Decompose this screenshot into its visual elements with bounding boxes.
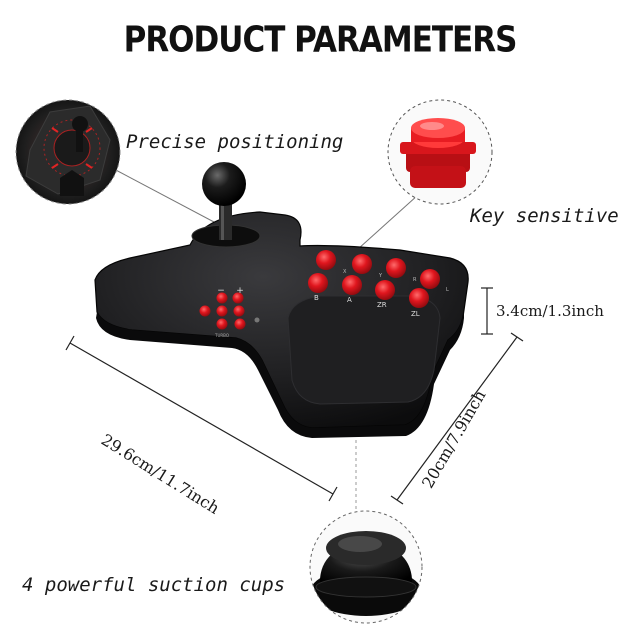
action-button-y (352, 254, 372, 274)
action-button-x (316, 250, 336, 270)
callout-key-sensitive: Key sensitive (470, 205, 619, 227)
callout-precise-positioning: Precise positioning (126, 131, 344, 153)
joystick-ball (202, 162, 246, 206)
svg-text:L: L (446, 287, 449, 293)
function-buttons: − + TURBO (199, 286, 260, 338)
page-title: PRODUCT PARAMETERS (123, 19, 518, 61)
joystick (191, 162, 261, 248)
button-label-zl: ZL (411, 310, 420, 318)
button-label-a: A (347, 296, 352, 304)
callout-suction-cups: 4 powerful suction cups (22, 574, 286, 596)
dimension-width (65, 335, 338, 502)
turbo-label: TURBO (214, 333, 229, 338)
action-button-r (386, 258, 406, 278)
arcade-controller-body (94, 211, 469, 438)
button-detail-inset (387, 99, 493, 205)
button-label-b: B (314, 294, 319, 302)
svg-text:R: R (413, 277, 417, 283)
action-button-b (308, 273, 328, 293)
button-label-zr: ZR (377, 301, 387, 309)
action-button-zl (409, 288, 429, 308)
joystick-detail-inset (15, 99, 121, 205)
action-buttons: X Y R L B A ZR ZL (308, 250, 449, 318)
height-dimension-label: 3.4cm/1.3inch (496, 302, 604, 320)
action-button-zr (375, 280, 395, 300)
suction-cup-inset (309, 510, 423, 624)
action-button-a (342, 275, 362, 295)
svg-text:X: X (343, 269, 347, 275)
palm-rest (287, 295, 441, 405)
svg-text:Y: Y (378, 273, 383, 279)
dimension-depth (390, 332, 524, 505)
plus-label: + (236, 286, 244, 296)
minus-label: − (217, 286, 225, 296)
dimension-height (481, 287, 493, 335)
action-button-l (420, 269, 440, 289)
